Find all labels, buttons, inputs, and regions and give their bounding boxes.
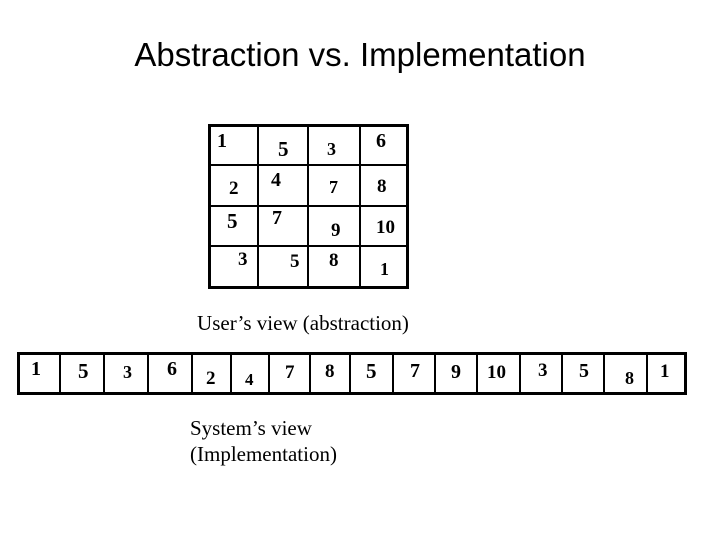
- strip-value: 10: [487, 362, 506, 383]
- strip-value: 2: [206, 368, 216, 389]
- strip-cell: 7: [394, 355, 436, 392]
- strip-value: 8: [325, 361, 335, 382]
- strip-cell: 1: [20, 355, 61, 392]
- strip-cell: 4: [232, 355, 270, 392]
- strip-cell: 5: [61, 355, 105, 392]
- matrix-value: 1: [217, 130, 227, 152]
- matrix-value: 8: [377, 176, 387, 197]
- strip-value: 1: [660, 361, 670, 382]
- strip-cell: 1: [648, 355, 684, 392]
- matrix-value: 5: [227, 209, 238, 233]
- matrix-cell: 1: [361, 247, 406, 286]
- strip-cell: 3: [521, 355, 563, 392]
- matrix-cell: 5: [259, 127, 309, 166]
- strip-value: 6: [167, 358, 177, 380]
- strip-cell: 6: [149, 355, 193, 392]
- matrix-value: 7: [272, 207, 282, 229]
- strip-value: 5: [579, 360, 589, 382]
- matrix-cell: 8: [309, 247, 361, 286]
- strip-value: 4: [245, 370, 254, 389]
- page-title: Abstraction vs. Implementation: [134, 36, 586, 73]
- matrix-value: 4: [271, 169, 281, 191]
- matrix-cell: 2: [211, 166, 259, 207]
- matrix-value: 5: [290, 251, 300, 272]
- strip-cell: 5: [563, 355, 605, 392]
- strip-cell: 10: [478, 355, 521, 392]
- systems-view-strip: 1 5 3 6 2 4 7 8 5 7 9 10: [17, 352, 687, 395]
- matrix-value: 3: [238, 249, 248, 270]
- strip-cell: 8: [605, 355, 648, 392]
- matrix-value: 7: [329, 177, 338, 197]
- users-view-caption: User’s view (abstraction): [197, 311, 409, 335]
- strip-cell: 3: [105, 355, 149, 392]
- matrix-value: 10: [376, 217, 395, 238]
- strip-value: 5: [78, 359, 89, 383]
- matrix-cell: 5: [211, 207, 259, 247]
- strip-value: 3: [538, 360, 548, 381]
- matrix-cell: 6: [361, 127, 406, 166]
- matrix-cell: 3: [309, 127, 361, 166]
- strip-cell: 8: [311, 355, 351, 392]
- strip-cell: 5: [351, 355, 394, 392]
- matrix-cell: 1: [211, 127, 259, 166]
- matrix-value: 6: [376, 130, 386, 152]
- strip-value: 7: [285, 362, 295, 383]
- strip-value: 9: [451, 361, 461, 383]
- matrix-value: 1: [380, 259, 389, 279]
- strip-value: 8: [625, 368, 634, 388]
- strip-value: 7: [410, 360, 420, 382]
- matrix-cell: 4: [259, 166, 309, 207]
- strip-cell: 9: [436, 355, 478, 392]
- strip-value: 3: [123, 362, 132, 382]
- matrix-cell: 5: [259, 247, 309, 286]
- systems-view-caption: System’s view (Implementation): [190, 416, 337, 466]
- users-view-matrix: 1 5 3 6 2 4 7 8 5 7 9: [208, 124, 409, 289]
- matrix-cell: 3: [211, 247, 259, 286]
- matrix-cell: 7: [309, 166, 361, 207]
- strip-cell: 7: [270, 355, 311, 392]
- strip-value: 1: [31, 358, 41, 380]
- matrix-cell: 7: [259, 207, 309, 247]
- matrix-cell: 9: [309, 207, 361, 247]
- matrix-value: 3: [327, 139, 336, 159]
- matrix-value: 9: [331, 220, 341, 241]
- strip-cell: 2: [193, 355, 232, 392]
- strip-value: 5: [366, 359, 377, 383]
- matrix-value: 2: [229, 178, 239, 199]
- matrix-value: 8: [329, 250, 339, 271]
- matrix-cell: 8: [361, 166, 406, 207]
- matrix-value: 5: [278, 137, 289, 161]
- matrix-cell: 10: [361, 207, 406, 247]
